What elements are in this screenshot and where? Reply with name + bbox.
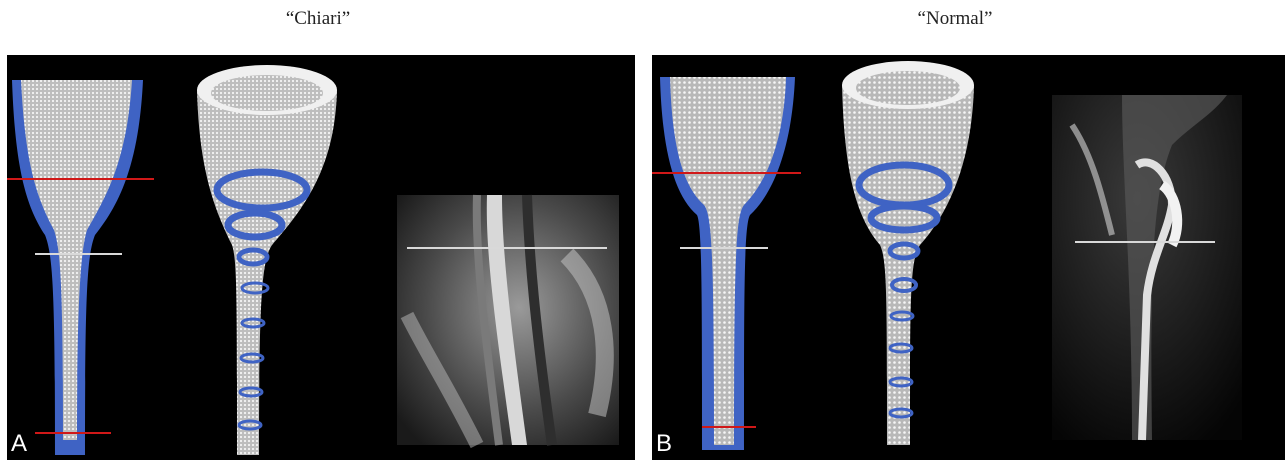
panel-b: B <box>652 55 1285 460</box>
normal-mri-image <box>1052 95 1242 440</box>
panel-a-graphics <box>7 55 635 460</box>
panel-b-title: “Normal” <box>855 8 1055 30</box>
normal-funnel-mesh <box>842 61 974 445</box>
panel-b-graphics <box>652 55 1285 460</box>
panel-a: A <box>7 55 635 460</box>
panel-a-letter: A <box>11 430 27 458</box>
chiari-mri-image <box>397 195 619 445</box>
panel-a-title: “Chiari” <box>218 8 418 30</box>
normal-cross-sections <box>859 165 949 417</box>
panel-b-letter: B <box>656 430 672 458</box>
chiari-cutaway-tube <box>12 80 143 455</box>
normal-cutaway-tube <box>660 77 795 450</box>
